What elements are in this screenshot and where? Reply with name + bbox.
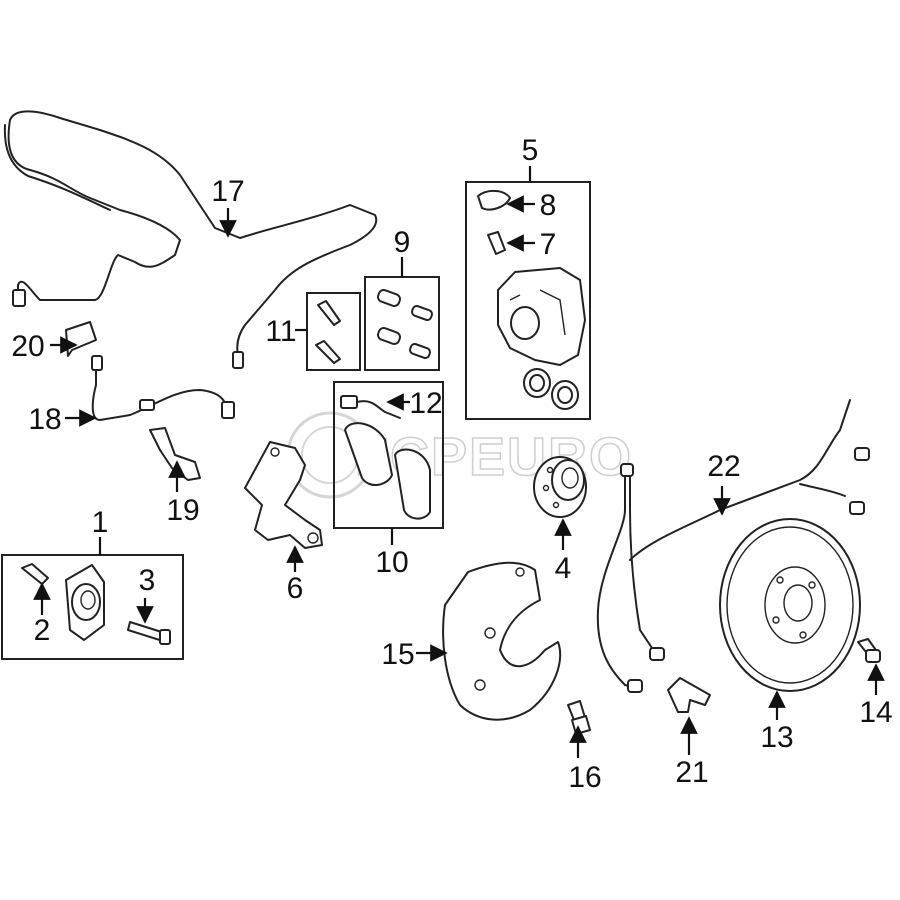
part-9-bushings[interactable]	[377, 289, 433, 360]
callout-7: 7	[540, 228, 557, 261]
part-7-bleeder-screw[interactable]	[487, 231, 506, 255]
callout-21: 21	[675, 756, 708, 789]
part-14-wheel-bolt[interactable]	[857, 638, 881, 663]
callout-11: 11	[265, 315, 296, 348]
callout-13: 13	[760, 721, 793, 754]
box-5	[465, 181, 591, 420]
part-11-guide-bolts[interactable]	[315, 300, 341, 364]
callout-17: 17	[211, 175, 244, 208]
part-2-hub-bolt[interactable]	[21, 563, 49, 585]
part-15-splash-shield[interactable]	[442, 561, 562, 721]
callout-labels: 1 2 3 4 5 6 7 8 9 10 11 12 13 14 15 16 1…	[11, 134, 892, 794]
part-3-axle-bolt[interactable]	[127, 621, 171, 645]
callout-20: 20	[11, 330, 44, 363]
part-8-bleeder-cap[interactable]	[477, 190, 511, 211]
box-11	[306, 292, 361, 371]
part-5-caliper-seals[interactable]	[523, 368, 579, 410]
callout-12: 12	[409, 387, 442, 420]
part-19-hose-bracket[interactable]	[149, 427, 201, 481]
part-17-brake-line[interactable]	[3, 110, 378, 369]
part-21-speed-sensor[interactable]	[667, 677, 711, 713]
callout-2: 2	[34, 614, 51, 647]
callout-18: 18	[28, 403, 61, 436]
callout-15: 15	[381, 638, 414, 671]
part-5-caliper[interactable]	[497, 267, 586, 366]
box-10	[333, 381, 444, 529]
callout-6: 6	[287, 572, 304, 605]
callout-22: 22	[707, 450, 740, 483]
part-20-bracket[interactable]	[65, 321, 97, 357]
part-18-brake-hose[interactable]	[91, 355, 235, 421]
callout-16: 16	[568, 761, 601, 794]
part-22-sensor-cable[interactable]	[596, 399, 870, 693]
part-1-hub-bearing[interactable]	[65, 564, 105, 641]
callout-3: 3	[139, 564, 156, 597]
box-1	[1, 554, 184, 660]
callout-10: 10	[375, 546, 408, 579]
leader-arrows	[33, 166, 885, 758]
callout-19: 19	[166, 494, 199, 527]
callout-9: 9	[394, 226, 411, 259]
part-12-wear-sensor[interactable]	[340, 395, 401, 419]
callout-14: 14	[859, 696, 892, 729]
callout-5: 5	[522, 134, 539, 167]
part-10-brake-pads[interactable]	[344, 422, 431, 520]
callout-4: 4	[555, 552, 572, 585]
callout-1: 1	[92, 506, 109, 539]
part-4-wheel-hub[interactable]	[533, 456, 587, 518]
part-6-caliper-carrier[interactable]	[244, 441, 323, 549]
callout-8: 8	[540, 189, 557, 222]
part-13-brake-rotor[interactable]	[719, 518, 861, 692]
